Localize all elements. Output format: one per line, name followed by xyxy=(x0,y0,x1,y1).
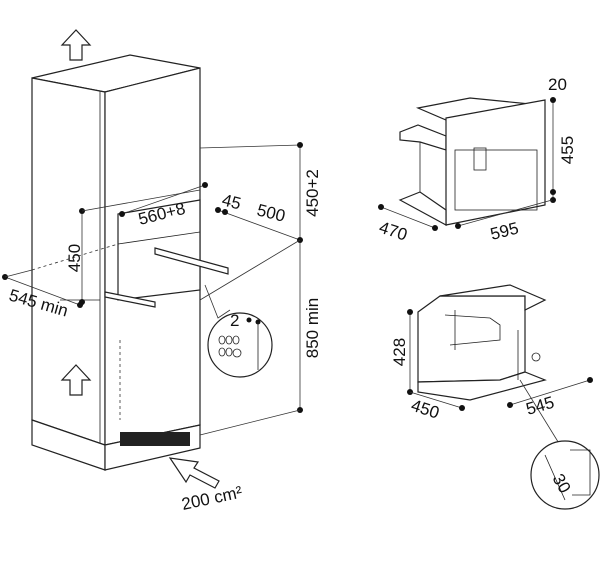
appliance-width-label: 595 xyxy=(488,219,520,244)
top-height-label: 450+2 xyxy=(303,169,322,217)
detail-callout: 2 xyxy=(204,284,273,378)
runners xyxy=(104,247,229,308)
vent-grille xyxy=(120,432,190,446)
diagonal-arrow-icon xyxy=(168,457,220,489)
niche-height-label: 450 xyxy=(65,244,84,272)
frame-label: 20 xyxy=(548,75,567,94)
up-arrow-icon xyxy=(60,29,92,61)
detail-number-label: 2 xyxy=(230,311,239,330)
appliance-niche-view xyxy=(407,284,600,510)
offset-label: 45 xyxy=(220,190,243,213)
appliance-depth-label: 470 xyxy=(377,218,410,245)
airflow-arrows xyxy=(60,29,220,489)
niche-height-right-label: 428 xyxy=(390,338,409,366)
ventilation-label: 200 cm² xyxy=(180,482,244,513)
depth-label: 500 xyxy=(255,200,287,225)
niche-width-right-label: 545 xyxy=(524,393,557,419)
dimension-lines xyxy=(2,142,303,436)
appliance-front-view xyxy=(378,97,556,231)
up-arrow-icon xyxy=(60,364,92,396)
tall-cabinet xyxy=(31,54,201,471)
niche-depth-right-label: 450 xyxy=(409,396,442,423)
appliance-height-label: 455 xyxy=(558,136,577,164)
floor-height-label: 850 min xyxy=(303,298,322,358)
